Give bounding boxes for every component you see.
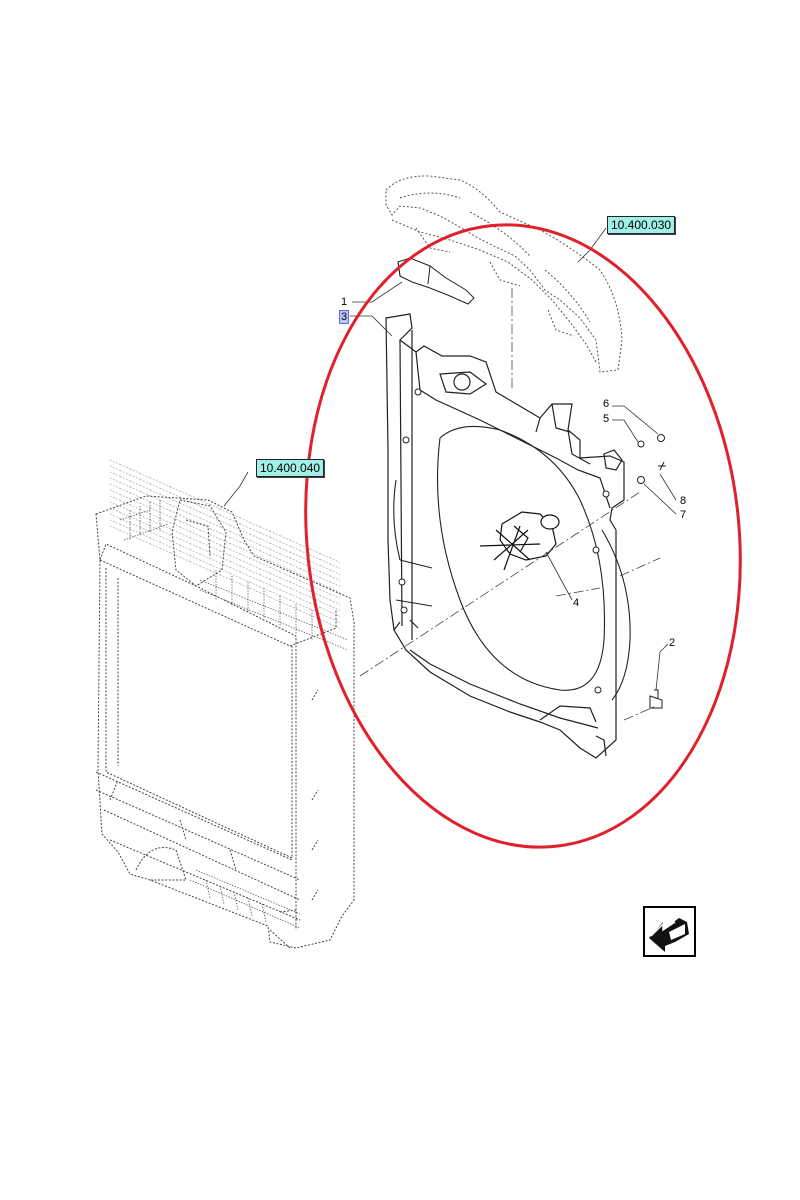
callout-7[interactable]: 7: [680, 509, 687, 521]
fan-ring: [393, 425, 631, 701]
callout-2[interactable]: 2: [669, 637, 676, 649]
callout-4[interactable]: 4: [573, 597, 580, 609]
upper-shroud-phantom: [385, 175, 623, 373]
fan-shroud: [385, 313, 625, 759]
fastener-hardware: [637, 434, 666, 484]
frame-bolts: [398, 388, 610, 694]
alignment-lines: [359, 288, 661, 721]
callout-3[interactable]: 3: [339, 310, 350, 324]
callout-5[interactable]: 5: [603, 413, 610, 425]
callout-1[interactable]: 1: [341, 296, 348, 308]
radiator-fins-bottom: [119, 500, 349, 929]
callout-8[interactable]: 8: [680, 495, 687, 507]
bracket-clip: [649, 689, 663, 709]
highlight-ellipse: [304, 223, 742, 849]
reference-link-lower[interactable]: 10.400.040: [256, 459, 325, 477]
arrow-left-icon: [649, 918, 689, 952]
navigation-button[interactable]: [643, 906, 696, 957]
reference-link-upper[interactable]: 10.400.030: [607, 216, 676, 234]
fan-hub: [479, 511, 560, 571]
shroud-clip: [397, 257, 475, 305]
radiator-fins-top: [110, 458, 340, 632]
callout-6[interactable]: 6: [603, 398, 610, 410]
